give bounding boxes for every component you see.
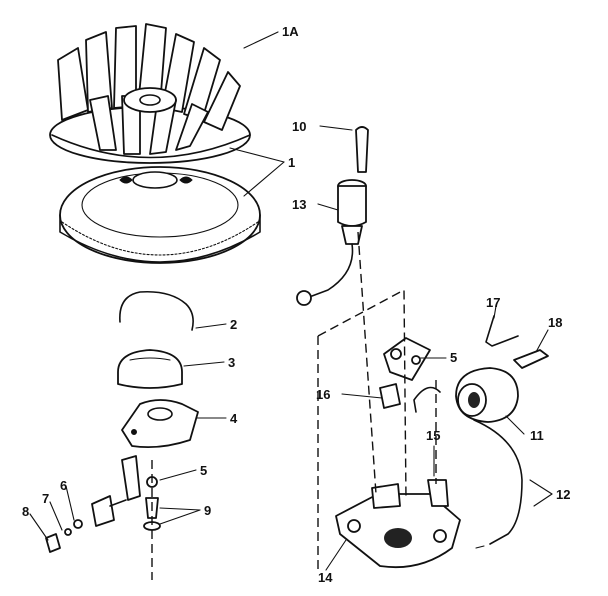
assembly-guide-lines bbox=[151, 231, 437, 580]
callout-3: 3 bbox=[228, 355, 235, 370]
callout-1a: 1A bbox=[282, 24, 299, 39]
flywheel-key bbox=[119, 290, 194, 331]
clip bbox=[513, 349, 549, 369]
shroud-cup bbox=[117, 349, 183, 389]
screw-and-terminal bbox=[296, 126, 369, 306]
high-tension-lead bbox=[473, 419, 523, 545]
callout-labels: 1A 1 10 13 2 3 17 18 5 16 4 11 15 5 6 7 … bbox=[22, 24, 570, 585]
flywheel bbox=[59, 166, 261, 264]
callout-11: 11 bbox=[530, 428, 544, 443]
flywheel-fan bbox=[49, 23, 251, 164]
small-hardware-left bbox=[45, 455, 161, 553]
callout-6: 6 bbox=[60, 478, 67, 493]
leader-lines bbox=[29, 31, 553, 571]
callout-17: 17 bbox=[486, 295, 500, 310]
callout-14: 14 bbox=[318, 570, 333, 585]
mounting-plate bbox=[121, 399, 199, 449]
callout-8: 8 bbox=[22, 504, 29, 519]
spring-wire bbox=[485, 315, 519, 347]
ignition-coil bbox=[413, 367, 519, 423]
callout-15: 15 bbox=[426, 428, 440, 443]
callout-10: 10 bbox=[292, 119, 306, 134]
callout-5-left: 5 bbox=[200, 463, 207, 478]
callout-4: 4 bbox=[230, 411, 238, 426]
armature-base bbox=[335, 479, 461, 569]
callout-18: 18 bbox=[548, 315, 562, 330]
callout-9: 9 bbox=[204, 503, 211, 518]
callout-16: 16 bbox=[316, 387, 330, 402]
bracket-right bbox=[379, 337, 431, 409]
callout-2: 2 bbox=[230, 317, 237, 332]
callout-7: 7 bbox=[42, 491, 49, 506]
callout-1: 1 bbox=[288, 155, 295, 170]
callout-5-right: 5 bbox=[450, 350, 457, 365]
callout-12: 12 bbox=[556, 487, 570, 502]
callout-13: 13 bbox=[292, 197, 306, 212]
